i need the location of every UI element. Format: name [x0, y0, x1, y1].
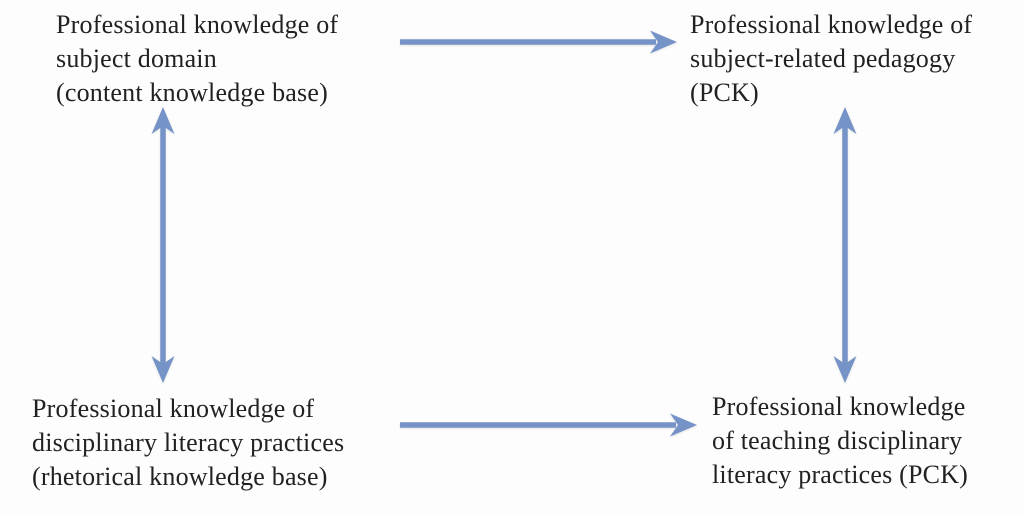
- node-line: Professional knowledge of: [690, 10, 973, 39]
- right-vertical-arrow: [833, 107, 857, 383]
- node-line: literacy practices (PCK): [712, 460, 969, 489]
- node-line: Professional knowledge: [712, 392, 966, 421]
- node-line: Professional knowledge of: [32, 394, 315, 423]
- top-horizontal-arrow: [400, 30, 677, 54]
- node-line: of teaching disciplinary: [712, 426, 963, 455]
- node-bottom-left: Professional knowledge of disciplinary l…: [32, 392, 344, 494]
- node-line: subject-related pedagogy: [690, 44, 956, 73]
- node-top-left: Professional knowledge of subject domain…: [56, 8, 338, 110]
- node-bottom-right: Professional knowledge of teaching disci…: [712, 390, 968, 492]
- bottom-horizontal-arrow: [400, 413, 697, 437]
- node-line: subject domain: [56, 44, 217, 73]
- node-line: (content knowledge base): [56, 78, 328, 107]
- left-vertical-arrow: [151, 107, 175, 383]
- node-line: Professional knowledge of: [56, 10, 339, 39]
- node-line: (PCK): [690, 78, 759, 107]
- node-top-right: Professional knowledge of subject-relate…: [690, 8, 972, 110]
- node-line: disciplinary literacy practices: [32, 428, 345, 457]
- node-line: (rhetorical knowledge base): [32, 462, 328, 491]
